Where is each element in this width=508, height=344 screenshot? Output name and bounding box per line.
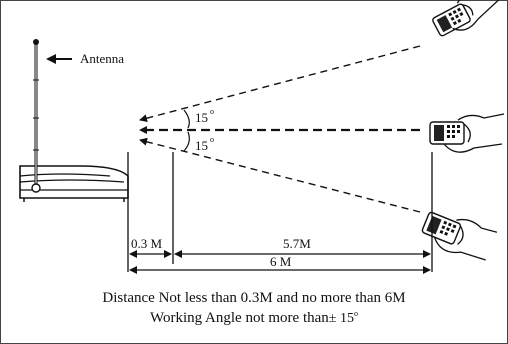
distance-total-label: 6 M: [270, 254, 292, 269]
caption-angle-degree: o: [353, 309, 358, 318]
distance-min-label: 0.3 M: [131, 236, 163, 251]
caption-angle-value: ± 15: [328, 311, 354, 326]
antenna-pointer: [46, 54, 72, 64]
angle-top-label: 15: [195, 110, 208, 125]
remote-middle-icon: [429, 113, 505, 153]
antenna-label: Antenna: [80, 51, 124, 66]
angle-bottom-degree: o: [210, 135, 214, 144]
remote-top-icon: [432, 0, 501, 37]
dimension-arrows: [129, 250, 431, 274]
caption-distance: Distance Not less than 0.3M and no more …: [102, 290, 406, 306]
angle-arcs: [183, 109, 190, 152]
signal-beams: [139, 45, 421, 213]
remote-bottom-icon: [421, 211, 498, 261]
angle-top-degree: o: [210, 107, 214, 116]
dimension-lines: [127, 152, 433, 272]
caption-angle-text: Working Angle not more than: [150, 310, 329, 326]
antenna-icon: [31, 39, 41, 193]
angle-bottom-label: 15: [195, 138, 208, 153]
distance-mid-label: 5.7M: [283, 236, 311, 251]
caption-angle: Working Angle not more than± 15o: [0, 306, 508, 326]
